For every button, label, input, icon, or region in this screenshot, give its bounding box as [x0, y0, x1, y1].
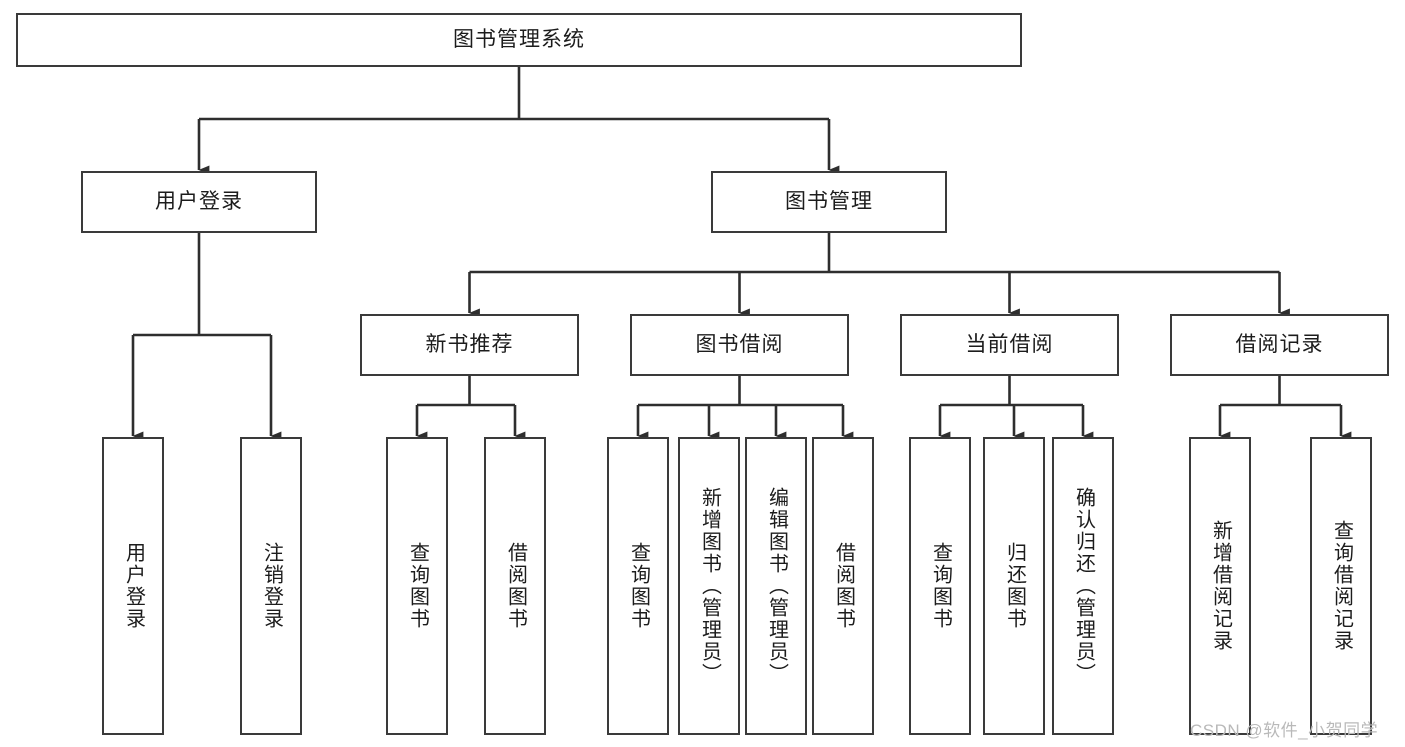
node-label: 查询图书	[406, 542, 429, 630]
node-label: 图书管理系统	[453, 28, 585, 52]
node-label: 注销登录	[260, 542, 283, 630]
node-leaf-query-book-3[interactable]: 查询图书	[909, 437, 971, 735]
node-label: 用户登录	[155, 190, 243, 214]
node-root[interactable]: 图书管理系统	[16, 13, 1022, 67]
node-label: 图书管理	[785, 190, 873, 214]
node-label: 新增借阅记录	[1209, 520, 1232, 652]
node-label: 查询借阅记录	[1330, 520, 1353, 652]
node-new-book-rec[interactable]: 新书推荐	[360, 314, 579, 376]
node-label: 当前借阅	[965, 333, 1054, 357]
node-leaf-add-book[interactable]: 新增图书（管理员）	[678, 437, 740, 735]
node-label: 用户登录	[122, 542, 145, 630]
node-leaf-logout[interactable]: 注销登录	[240, 437, 302, 735]
node-label: 确认归还（管理员）	[1072, 487, 1095, 685]
node-leaf-edit-book[interactable]: 编辑图书（管理员）	[745, 437, 807, 735]
node-book-borrow[interactable]: 图书借阅	[630, 314, 849, 376]
node-user-login[interactable]: 用户登录	[81, 171, 317, 233]
node-book-manage[interactable]: 图书管理	[711, 171, 947, 233]
node-label: 新增图书（管理员）	[698, 487, 721, 685]
node-leaf-query-record[interactable]: 查询借阅记录	[1310, 437, 1372, 735]
watermark-text: CSDN @软件_小贺同学	[1190, 721, 1379, 740]
node-label: 归还图书	[1003, 542, 1026, 630]
node-label: 借阅图书	[504, 542, 527, 630]
node-leaf-borrow-book-2[interactable]: 借阅图书	[812, 437, 874, 735]
node-leaf-borrow-book-1[interactable]: 借阅图书	[484, 437, 546, 735]
node-label: 查询图书	[627, 542, 650, 630]
node-current-borrow[interactable]: 当前借阅	[900, 314, 1119, 376]
node-leaf-user-login[interactable]: 用户登录	[102, 437, 164, 735]
node-leaf-confirm-return[interactable]: 确认归还（管理员）	[1052, 437, 1114, 735]
node-borrow-record[interactable]: 借阅记录	[1170, 314, 1389, 376]
node-label: 编辑图书（管理员）	[765, 487, 788, 685]
node-label: 借阅记录	[1235, 333, 1324, 357]
node-leaf-add-record[interactable]: 新增借阅记录	[1189, 437, 1251, 735]
node-leaf-return-book[interactable]: 归还图书	[983, 437, 1045, 735]
node-label: 图书借阅	[695, 333, 784, 357]
edges-group	[131, 67, 1352, 441]
node-leaf-query-book-2[interactable]: 查询图书	[607, 437, 669, 735]
node-label: 查询图书	[929, 542, 952, 630]
node-label: 借阅图书	[832, 542, 855, 630]
node-leaf-query-book-1[interactable]: 查询图书	[386, 437, 448, 735]
node-label: 新书推荐	[425, 333, 514, 357]
